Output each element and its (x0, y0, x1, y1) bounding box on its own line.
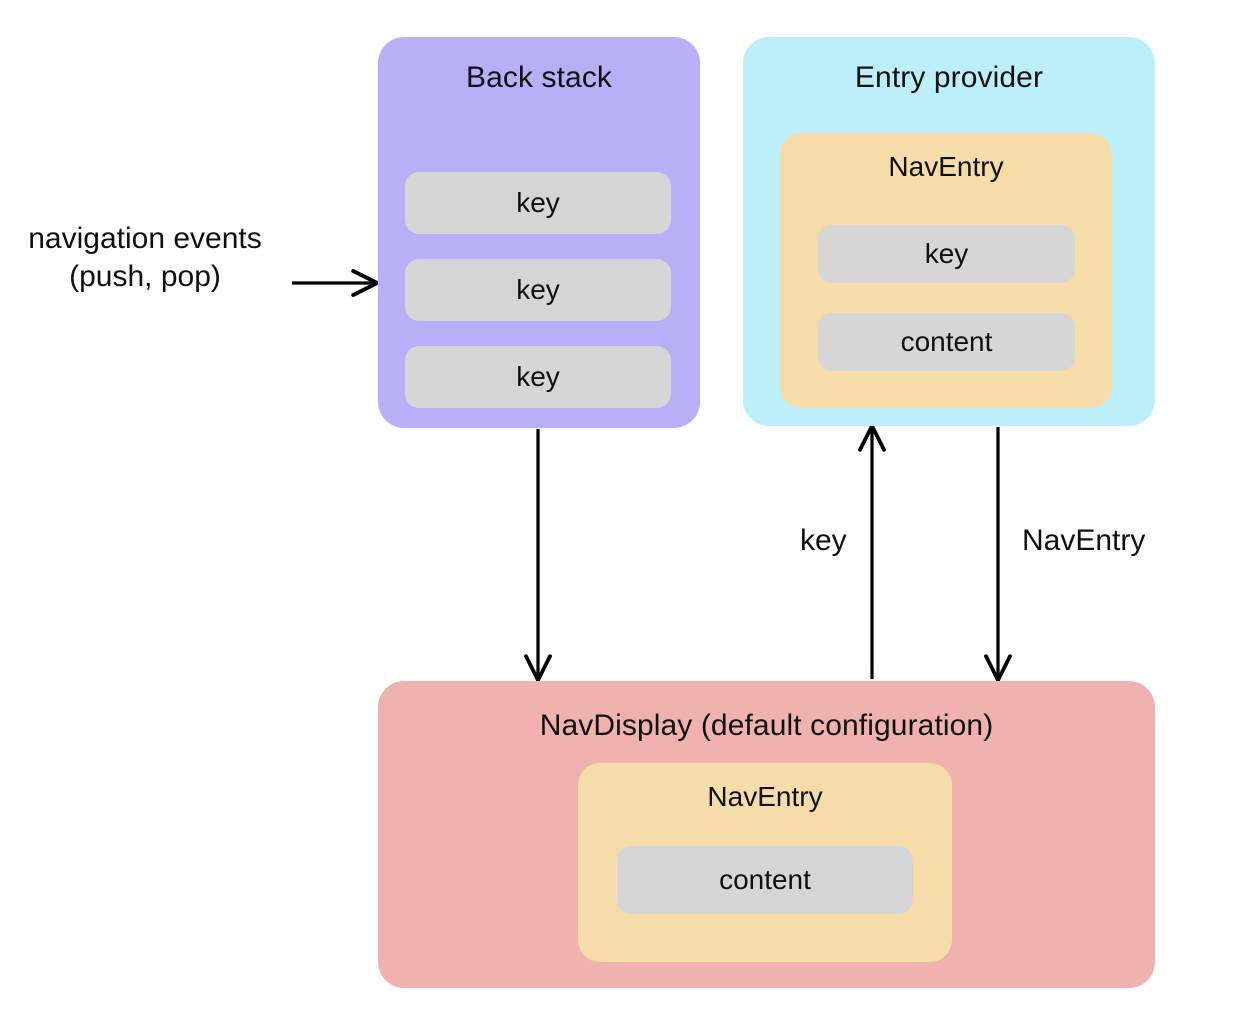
entry-provider-container[interactable]: Entry provider NavEntry key content (743, 37, 1155, 426)
back-stack-key-item[interactable]: key (405, 346, 671, 408)
entry-provider-key-field[interactable]: key (818, 225, 1075, 283)
nav-display-title: NavDisplay (default configuration) (539, 709, 994, 742)
navigation-events-label-line2: (push, pop) (69, 260, 221, 293)
back-stack-key-item[interactable]: key (405, 172, 671, 234)
entry-provider-title: Entry provider (854, 61, 1044, 94)
nav-display-container[interactable]: NavDisplay (default configuration) NavEn… (378, 681, 1155, 988)
back-stack-container[interactable]: Back stack key key key (378, 37, 700, 428)
nav-display-content-field[interactable]: content (617, 846, 913, 914)
back-stack-key-item[interactable]: key (405, 259, 671, 321)
back-stack-title: Back stack (465, 61, 613, 94)
nav-entry-edge-label: NavEntry (1022, 524, 1146, 557)
nav-display-nav-entry-title: NavEntry (707, 781, 823, 812)
navigation-events-label-line1: navigation events (28, 222, 262, 255)
entry-provider-nav-entry-card[interactable]: NavEntry key content (780, 133, 1112, 408)
entry-provider-nav-entry-title: NavEntry (888, 151, 1004, 182)
key-edge-label: key (800, 524, 847, 557)
nav-display-nav-entry-card[interactable]: NavEntry content (578, 763, 952, 962)
entry-provider-content-field[interactable]: content (818, 313, 1075, 371)
navigation-events-label: navigation events (push, pop) (10, 220, 280, 296)
